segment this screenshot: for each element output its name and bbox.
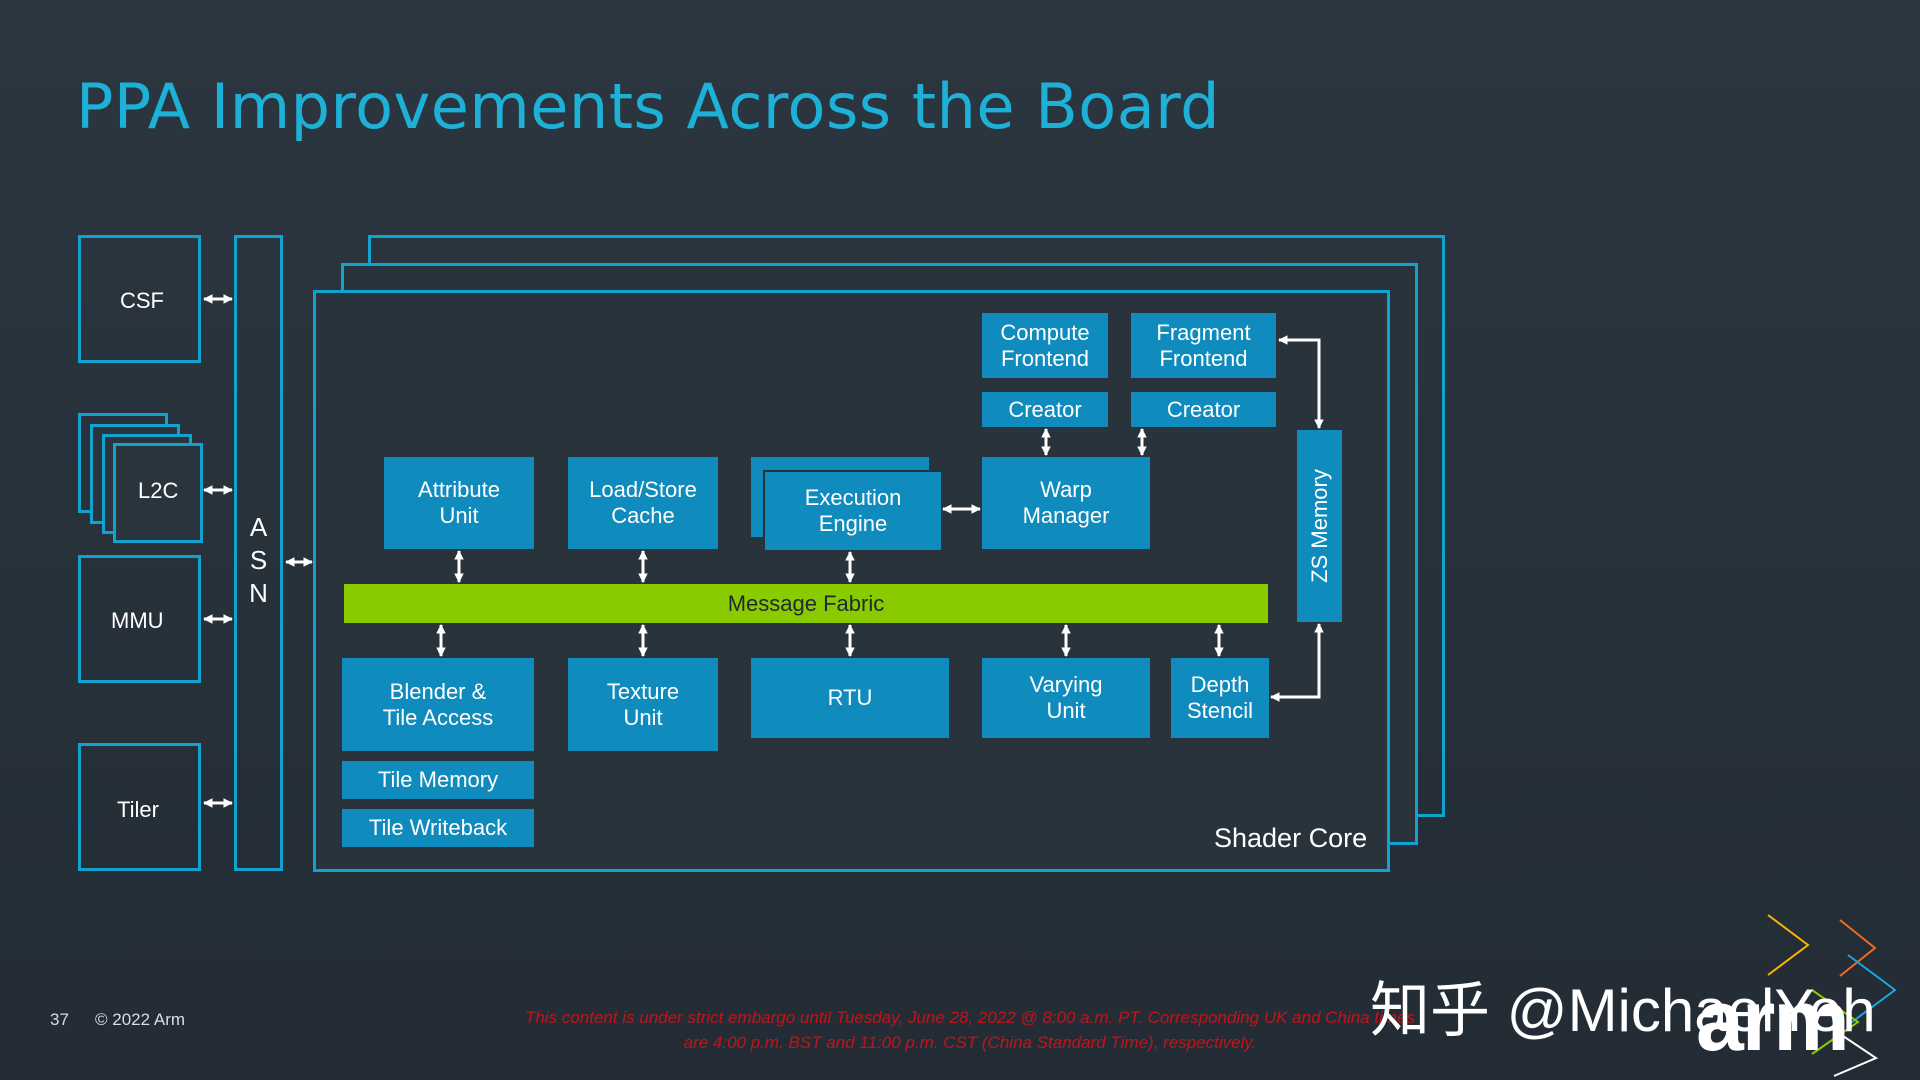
creator-right-block: Creator (1131, 392, 1276, 427)
tiler-block (78, 743, 201, 871)
watermark: 知乎 @MichaelYeh (1370, 977, 1876, 1044)
fragment-frontend-block: Fragment Frontend (1131, 313, 1276, 378)
warp-manager-block: Warp Manager (982, 457, 1150, 549)
csf-block (78, 235, 201, 363)
l2c-block (113, 443, 203, 543)
message-fabric: Message Fabric (344, 584, 1268, 623)
tile-memory-block: Tile Memory (342, 761, 534, 799)
copyright: © 2022 Arm (95, 1010, 186, 1029)
page-number: 37 (50, 1010, 69, 1029)
varying-unit-block: Varying Unit (982, 658, 1150, 738)
shader-core-label: Shader Core (1214, 823, 1368, 853)
execution-engine-block: Execution Engine (763, 470, 941, 550)
csf-label: CSF (120, 288, 164, 313)
asn-bus (234, 235, 283, 871)
creator-left-block: Creator (982, 392, 1108, 427)
texture-unit-block: Texture Unit (568, 658, 718, 751)
arm-logo: arm (1696, 973, 1850, 1069)
fragment-to-zs-arrow (1278, 335, 1324, 429)
compute-frontend-block: Compute Frontend (982, 313, 1108, 378)
blender-tile-access-block: Blender & Tile Access (342, 658, 534, 751)
l2c-label: L2C (138, 478, 179, 503)
embargo-notice: This content is under strict embargo unt… (524, 1008, 1416, 1052)
tiler-label: Tiler (117, 797, 159, 822)
mmu-block (78, 555, 201, 683)
zs-memory-block: ZS Memory (1297, 430, 1342, 622)
arm-chevron-icon (1767, 914, 1897, 1077)
load-store-cache-block: Load/Store Cache (568, 457, 718, 549)
page-title: PPA Improvements Across the Board (76, 70, 1220, 143)
zs-to-depth-arrow (1270, 623, 1324, 702)
depth-stencil-block: Depth Stencil (1171, 658, 1269, 738)
attribute-unit-block: Attribute Unit (384, 457, 534, 549)
tile-writeback-block: Tile Writeback (342, 809, 534, 847)
mmu-label: MMU (111, 608, 164, 633)
asn-label: A S N (249, 511, 268, 608)
rtu-block: RTU (751, 658, 949, 738)
